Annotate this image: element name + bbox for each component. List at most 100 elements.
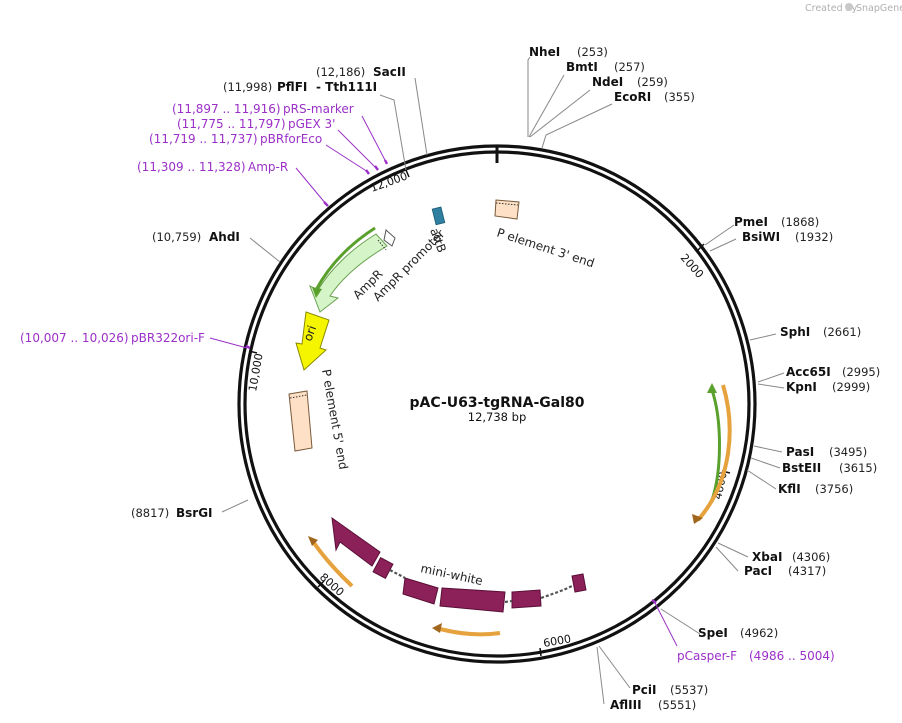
leader-kpni [757,383,785,389]
primer-pbrforeco-name[interactable]: pBRforEco [260,132,322,146]
ori-feature[interactable] [295,311,330,371]
enzyme-kfli-name[interactable]: KflI [778,482,801,496]
enzyme-bsiwi-pos: (1932) [795,230,833,244]
mini-white-label: mini-white [419,561,484,588]
enzyme-bsiwi-name[interactable]: BsiWI [742,230,780,244]
enzyme-pmei-pos: (1868) [781,215,819,229]
enzyme-leader-lines [221,56,785,705]
enzyme-xbai-pos: (4306) [792,550,830,564]
enzyme-sacii-name[interactable]: SacII [373,65,406,79]
tick-12000 [405,169,410,178]
leader-amp-r [295,167,327,205]
enzyme-afliii-name[interactable]: AflIII [610,698,642,712]
primer-site-markers [245,159,657,604]
snapgene-watermark: Created by SnapGene [805,3,902,14]
leader-pmei [704,224,735,246]
right-orange-arrowhead [692,514,703,524]
attb-feature[interactable] [431,206,446,226]
tick-8000 [317,580,325,588]
mini-white-feature[interactable] [331,516,587,613]
enzyme-bmti-name[interactable]: BmtI [566,60,598,74]
enzyme-paci-name[interactable]: PacI [744,564,772,578]
p-element-3-feature[interactable] [494,199,520,220]
watermark-brand: SnapGene [856,3,902,14]
enzyme-bmti-pos: (257) [614,60,645,74]
primer-amp-r-name[interactable]: Amp-R [248,160,288,174]
ampr-primer-arrowhead [312,287,322,298]
enzyme-spei-name[interactable]: SpeI [698,626,728,640]
enzyme-xbai-name[interactable]: XbaI [752,550,782,564]
primer-site-pbr322ori-f [245,344,251,350]
enzyme-sphi-pos: (2661) [823,325,861,339]
primer-pcasper-f-name[interactable]: pCasper-F [677,649,737,663]
enzyme-pasi-pos: (3495) [829,445,867,459]
mini-white-arrow-head [331,516,381,567]
enzyme-pcii-name[interactable]: PciI [632,683,657,697]
snapgene-logo-icon [845,3,853,11]
enzyme-bsrgi-pos: (8817) [131,506,169,520]
primer-labels: (11,897 .. 11,916) pRS-marker (11,775 ..… [20,102,835,663]
enzyme-pflfi-name[interactable]: PflFI [277,80,307,94]
primer-amp-r-range: (11,309 .. 11,328) [137,160,246,174]
right-orange-arc [696,384,732,522]
leader-ndei [529,89,591,138]
right-green-arrowhead [707,383,717,393]
primer-site-pcasper-f [651,599,657,604]
primer-pbr322ori-f-name[interactable]: pBR322ori-F [131,331,205,345]
enzyme-tth111i-name[interactable]: - Tth111I [316,80,377,94]
enzyme-ndei-name[interactable]: NdeI [592,75,623,89]
ori-label: ori [301,324,319,343]
primer-prs-marker-name[interactable]: pRS-marker [283,102,354,116]
enzyme-pmei-name[interactable]: PmeI [734,215,768,229]
ampr-promoter-feature[interactable] [383,229,396,247]
primer-pcasper-f-range: (4986 .. 5004) [749,649,835,663]
primer-site-amp-r [323,201,329,207]
enzyme-sphi-name[interactable]: SphI [780,325,810,339]
enzyme-afliii-pos: (5551) [658,698,696,712]
mini-white-exon-5 [571,573,587,593]
enzyme-paci-pos: (4317) [788,564,826,578]
leader-paci [715,546,739,572]
left-orange-arrowhead [308,536,318,546]
enzyme-pasi-name[interactable]: PasI [786,445,814,459]
primer-pbrforeco-range: (11,719 .. 11,737) [149,132,258,146]
p-element-3-label: P element 3' end [495,226,596,271]
enzyme-nhei-pos: (253) [577,45,608,59]
plasmid-name: pAC-U63-tgRNA-Gal80 [410,395,585,411]
enzyme-ndei-pos: (259) [637,75,668,89]
enzyme-ahdi-pos: (10,759) [152,230,201,244]
enzyme-ecori-name[interactable]: EcoRI [614,90,651,104]
right-green-arc [710,389,721,501]
leader-prs-marker [361,115,387,163]
ampr-feature[interactable] [309,233,388,313]
ampr-primer-arrow [314,226,376,291]
p-element-5-feature[interactable] [288,390,313,452]
leader-nhei [527,56,531,137]
leader-bsiwi [709,238,737,252]
enzyme-nhei-name[interactable]: NheI [529,45,560,59]
leader-pgex3 [337,129,377,169]
primer-site-prs-marker [383,159,389,165]
primer-leader-lines [209,115,678,647]
enzyme-kpni-name[interactable]: KpnI [786,380,817,394]
enzyme-kfli-pos: (3756) [815,482,853,496]
p-element-3-dash [495,202,519,206]
tick-label-12000: 12,000 [369,169,410,194]
leader-afliii [596,646,605,705]
enzyme-ahdi-name[interactable]: AhdI [209,230,240,244]
primer-pgex3-name[interactable]: pGEX 3' [288,117,335,131]
enzyme-acc65i-name[interactable]: Acc65I [786,365,831,379]
primer-site-pbrforeco [365,169,370,175]
enzyme-bsteii-name[interactable]: BstEII [782,461,821,475]
leader-bmti [528,74,565,138]
enzyme-pcii-pos: (5537) [670,683,708,697]
mini-white-exon-1 [372,556,394,580]
leader-xbai [717,542,749,558]
tick-6000 [539,647,542,657]
enzyme-bsrgi-name[interactable]: BsrGI [176,506,213,520]
enzyme-spei-pos: (4962) [740,626,778,640]
leader-ahdi [249,237,281,263]
enzyme-bsteii-pos: (3615) [839,461,877,475]
enzyme-labels: NheI (253) BmtI (257) NdeI (259) EcoRI (… [131,45,880,712]
leader-pflfi [379,94,407,171]
